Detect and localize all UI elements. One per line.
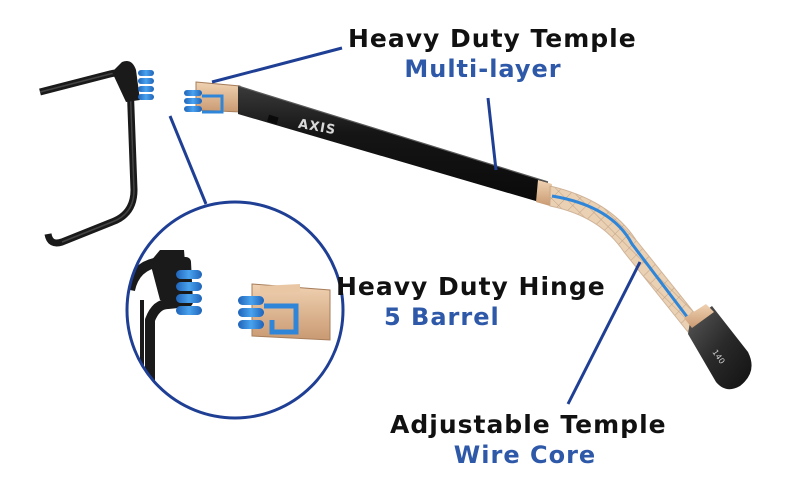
- leader-temple-top: [211, 46, 343, 84]
- callout-subtitle: Wire Core: [453, 441, 597, 469]
- frame-front: [39, 61, 140, 247]
- callout-heavy-duty-hinge: Heavy Duty Hinge 5 Barrel: [336, 272, 606, 332]
- callout-title: Heavy Duty Hinge: [336, 272, 606, 301]
- frame-hinge-barrels: [138, 70, 154, 100]
- callout-subtitle: Multi-layer: [404, 55, 562, 83]
- hinge-zoom-circle: [125, 200, 345, 420]
- leader-wire: [566, 261, 642, 405]
- zoom-temple-hinge: [238, 283, 331, 341]
- callout-title: Adjustable Temple: [390, 410, 667, 439]
- temple-arm: [237, 85, 552, 206]
- callout-adjustable-temple: Adjustable Temple Wire Core: [390, 410, 667, 470]
- callout-heavy-duty-temple: Heavy Duty Temple Multi-layer: [348, 24, 637, 84]
- leader-hinge: [168, 115, 208, 205]
- temple-tip: 140: [684, 304, 752, 390]
- leader-lines: [168, 46, 642, 405]
- zoom-frame-barrels: [176, 270, 202, 315]
- temple-hinge-end: [184, 81, 241, 114]
- callout-title: Heavy Duty Temple: [348, 24, 637, 53]
- callout-subtitle: 5 Barrel: [384, 303, 500, 331]
- leader-temple-mid: [486, 97, 498, 171]
